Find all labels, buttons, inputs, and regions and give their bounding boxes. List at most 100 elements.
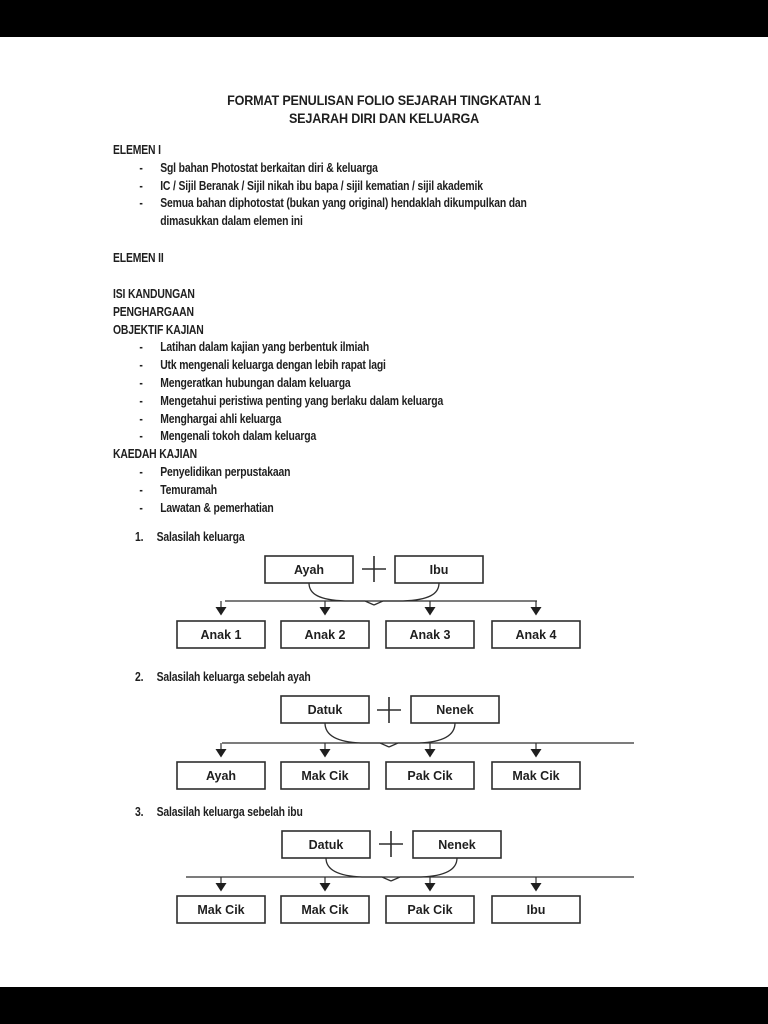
list-line: - Sgl bahan Photostat berkaitan diri & ke… — [113, 159, 625, 177]
bullet-dash: - — [139, 392, 143, 408]
list-line: - Lawatan & pemerhatian — [113, 499, 625, 517]
line-text: IC / Sijil Beranak / Sijil nikah ibu bap… — [160, 177, 483, 193]
line-text: Penyelidikan perpustakaan — [160, 463, 291, 479]
list-line: -Mengetahui peristiwa penting yang berla… — [113, 392, 625, 410]
bullet-dash: - — [139, 195, 143, 211]
arrow-down-icon — [215, 607, 227, 616]
diagram-caption: 1. Salasilah keluarga — [135, 529, 245, 544]
line-text: Mengenali tokoh dalam keluarga — [160, 428, 317, 444]
plus-icon — [362, 556, 386, 582]
diagram-caption: 2. Salasilah keluarga sebelah ayah — [135, 669, 311, 684]
child-box-label: Mak Cik — [512, 769, 559, 783]
child-box — [176, 620, 266, 649]
title-line-2: SEJARAH DIRI DAN KELUARGA — [288, 110, 480, 126]
parent-box-label: Datuk — [309, 838, 344, 852]
line-text: OBJEKTIF KAJIAN — [113, 321, 204, 337]
child-box — [385, 761, 475, 790]
list-line: - Utk mengenali keluarga dengan lebih rap… — [113, 356, 625, 374]
arrow-down-icon — [530, 883, 542, 892]
caption-text: Salasilah keluarga sebelah ayah — [156, 669, 311, 684]
section-heading: ISI KANDUNGAN — [113, 285, 625, 303]
child-box-label: Pak Cik — [407, 769, 452, 783]
line-text: PENGHARGAAN — [113, 303, 194, 319]
bullet-dash: - — [139, 374, 143, 390]
line-text: KAEDAH KAJIAN — [113, 446, 198, 462]
arrow-down-icon — [319, 749, 331, 758]
line-text: ISI KANDUNGAN — [113, 286, 195, 301]
bullet-dash: - — [139, 410, 143, 426]
arrow-down-icon — [319, 883, 331, 892]
child-box-label: Ayah — [206, 769, 236, 783]
parent-box-label: Nenek — [436, 703, 474, 717]
child-box — [176, 761, 266, 790]
child-box-label: Ibu — [527, 903, 546, 917]
parent-box — [281, 830, 371, 859]
arrow-down-icon — [424, 749, 436, 758]
section-heading: KAEDAH KAJIAN — [113, 445, 625, 463]
bullet-dash: - — [139, 159, 143, 175]
top-frame-bar — [0, 0, 768, 37]
parent-box-label: Ayah — [294, 563, 324, 577]
arrow-down-icon — [319, 607, 331, 616]
child-box-label: Mak Cik — [197, 903, 244, 917]
line-text: Mengeratkan hubungan dalam keluarga — [160, 374, 351, 390]
brace-connector — [308, 582, 440, 606]
section-heading: ELEMEN II — [113, 249, 625, 267]
bullet-dash: - — [139, 177, 143, 193]
list-line: -Semua bahan diphotostat (bukan yang ori… — [113, 194, 625, 212]
arrow-down-icon — [215, 749, 227, 758]
parent-box — [410, 695, 500, 724]
child-box — [280, 761, 370, 790]
bullet-dash: - — [139, 357, 143, 373]
list-line: - Mengenali tokoh dalam keluarga — [113, 427, 625, 445]
arrow-down-icon — [530, 749, 542, 758]
list-line: - Temuramah — [113, 481, 625, 499]
plus-icon — [379, 831, 403, 857]
child-box — [385, 895, 475, 924]
child-box-label: Anak 4 — [516, 628, 557, 642]
child-box — [176, 895, 266, 924]
child-box-label: Anak 2 — [305, 628, 346, 642]
bullet-dash: - — [139, 499, 143, 515]
caption-number: 1. — [135, 529, 144, 544]
caption-number: 3. — [135, 804, 144, 819]
arrow-down-icon — [215, 883, 227, 892]
bullet-dash: - — [139, 481, 143, 497]
child-box — [280, 895, 370, 924]
caption-number: 2. — [135, 669, 144, 684]
line-text: ELEMEN II — [113, 250, 164, 265]
line-text: Latihan dalam kajian yang berbentuk ilmi… — [160, 339, 370, 355]
line-text: dimasukkan dalam elemen ini — [160, 213, 303, 229]
list-line: - IC / Sijil Beranak / Sijil nikah ibu ba… — [113, 177, 625, 195]
child-box — [385, 620, 475, 649]
child-box — [280, 620, 370, 649]
child-box — [491, 620, 581, 649]
arrow-down-icon — [530, 607, 542, 616]
line-text: Sgl bahan Photostat berkaitan diri & kel… — [160, 159, 378, 175]
child-box-label: Mak Cik — [301, 769, 348, 783]
child-box-label: Mak Cik — [301, 903, 348, 917]
parent-box — [394, 555, 484, 584]
line-text: Temuramah — [160, 481, 217, 497]
bullet-dash: - — [139, 428, 143, 444]
caption-text: Salasilah keluarga sebelah ibu — [156, 804, 303, 819]
line-text: ELEMEN I — [113, 142, 161, 157]
line-text: Lawatan & pemerhatian — [160, 499, 274, 515]
text-block: ISI KANDUNGAN PENGHARGAAN OBJEKTIF KAJIAN -… — [113, 285, 625, 516]
list-line: - Mengeratkan hubungan dalam keluarga — [113, 374, 625, 392]
diagram-caption: 3. Salasilah keluarga sebelah ibu — [135, 804, 303, 819]
title-line-1: FORMAT PENULISAN FOLIO SEJARAH TINGKATAN… — [227, 92, 541, 108]
bullet-dash: - — [139, 463, 143, 479]
list-line: - Penyelidikan perpustakaan — [113, 463, 625, 481]
parent-box — [280, 695, 370, 724]
section-heading: ELEMEN I — [113, 141, 625, 159]
text-block: ELEMEN I - Sgl bahan Photostat berkaitan d… — [113, 141, 625, 230]
parent-box — [412, 830, 502, 859]
caption-text: Salasilah keluarga — [156, 529, 245, 544]
arrow-down-icon — [424, 607, 436, 616]
line-text: Utk mengenali keluarga dengan lebih rapa… — [160, 357, 386, 373]
bottom-frame-bar — [0, 987, 768, 1024]
